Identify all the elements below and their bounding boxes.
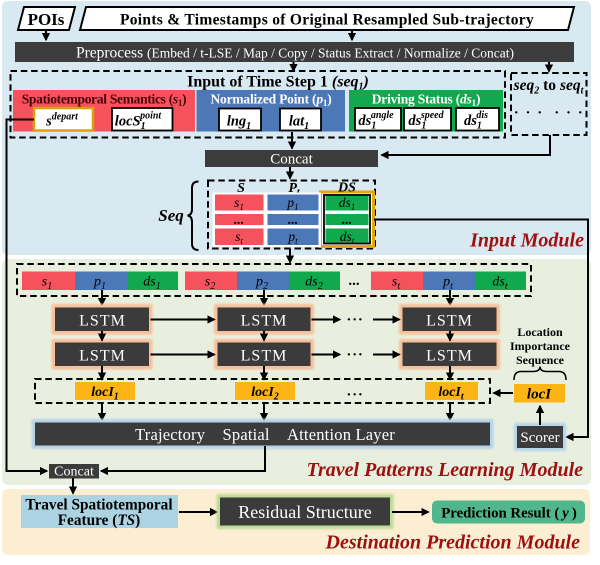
svg-text:...: ... bbox=[288, 212, 298, 227]
svg-text:Location: Location bbox=[517, 325, 563, 339]
svg-text:...: ... bbox=[347, 309, 364, 325]
svg-text:Spatiotemporal Semantics (s1): Spatiotemporal Semantics (s1) bbox=[22, 92, 187, 109]
svg-text:Trajectory Spatial Atten: Trajectory Spatial Attention Layer bbox=[135, 425, 395, 444]
svg-text:Preprocess (Embed / t-LSE / Ma: Preprocess (Embed / t-LSE / Map / Copy /… bbox=[76, 45, 514, 62]
svg-text:Travel Spatiotemporal: Travel Spatiotemporal bbox=[25, 497, 172, 514]
svg-text:Input of Time Step 1 (seq1): Input of Time Step 1 (seq1) bbox=[187, 74, 369, 93]
svg-text:s1: s1 bbox=[234, 195, 244, 212]
svg-text:locI1: locI1 bbox=[91, 385, 119, 403]
svg-text:...: ... bbox=[234, 212, 244, 227]
svg-text:dst: dst bbox=[340, 229, 355, 246]
svg-text:Destination Prediction Module: Destination Prediction Module bbox=[325, 532, 581, 554]
svg-text:Residual Structure: Residual Structure bbox=[238, 502, 371, 522]
svg-text:Travel Patterns Learning Modul: Travel Patterns Learning Module bbox=[307, 459, 584, 481]
svg-text:st: st bbox=[392, 275, 400, 293]
svg-text:LSTM: LSTM bbox=[426, 348, 473, 365]
svg-text:· · · · · ·: · · · · · · bbox=[514, 105, 585, 121]
svg-text:Importance: Importance bbox=[510, 339, 571, 353]
svg-text:seq2 to seqt: seq2 to seqt bbox=[513, 77, 585, 97]
svg-text:...: ... bbox=[348, 273, 360, 289]
svg-text:LSTM: LSTM bbox=[426, 313, 473, 330]
svg-text:LSTM: LSTM bbox=[79, 348, 126, 365]
svg-text:Sequence: Sequence bbox=[516, 353, 565, 367]
svg-text:locI: locI bbox=[527, 387, 552, 403]
svg-text:Normalized Point (p1): Normalized Point (p1) bbox=[210, 92, 331, 109]
svg-text:...: ... bbox=[347, 384, 364, 400]
svg-text:...: ... bbox=[342, 212, 352, 227]
svg-text:Scorer: Scorer bbox=[520, 430, 559, 446]
svg-text:Feature (TS): Feature (TS) bbox=[58, 512, 141, 529]
svg-text:Driving Status (ds1): Driving Status (ds1) bbox=[372, 92, 481, 109]
svg-text:locI2: locI2 bbox=[251, 385, 279, 403]
svg-text:Concat: Concat bbox=[270, 152, 313, 168]
svg-text:Points & Timestamps of Origina: Points & Timestamps of Original Resample… bbox=[120, 12, 534, 29]
svg-text:lng1: lng1 bbox=[227, 114, 251, 133]
svg-text:S: S bbox=[237, 181, 245, 196]
svg-text:pt: pt bbox=[287, 229, 298, 246]
svg-text:LSTM: LSTM bbox=[241, 348, 288, 365]
svg-text:Seq: Seq bbox=[158, 206, 184, 225]
svg-text:LSTM: LSTM bbox=[79, 313, 126, 330]
svg-text:st: st bbox=[235, 229, 243, 246]
svg-text:s1: s1 bbox=[42, 275, 52, 293]
svg-text:lat1: lat1 bbox=[289, 114, 309, 133]
svg-text:LSTM: LSTM bbox=[241, 313, 288, 330]
svg-text:POIs: POIs bbox=[28, 10, 65, 29]
svg-text:locIt: locIt bbox=[438, 385, 465, 403]
svg-text:s2: s2 bbox=[205, 275, 215, 293]
svg-text:dst: dst bbox=[492, 275, 507, 293]
svg-text:DS: DS bbox=[337, 181, 356, 196]
svg-text:Prediction Result ( y ): Prediction Result ( y ) bbox=[441, 506, 577, 522]
svg-text:...: ... bbox=[347, 344, 364, 360]
svg-text:Input Module: Input Module bbox=[469, 230, 584, 252]
svg-text:Concat: Concat bbox=[54, 465, 94, 480]
svg-text:pt: pt bbox=[442, 275, 453, 293]
